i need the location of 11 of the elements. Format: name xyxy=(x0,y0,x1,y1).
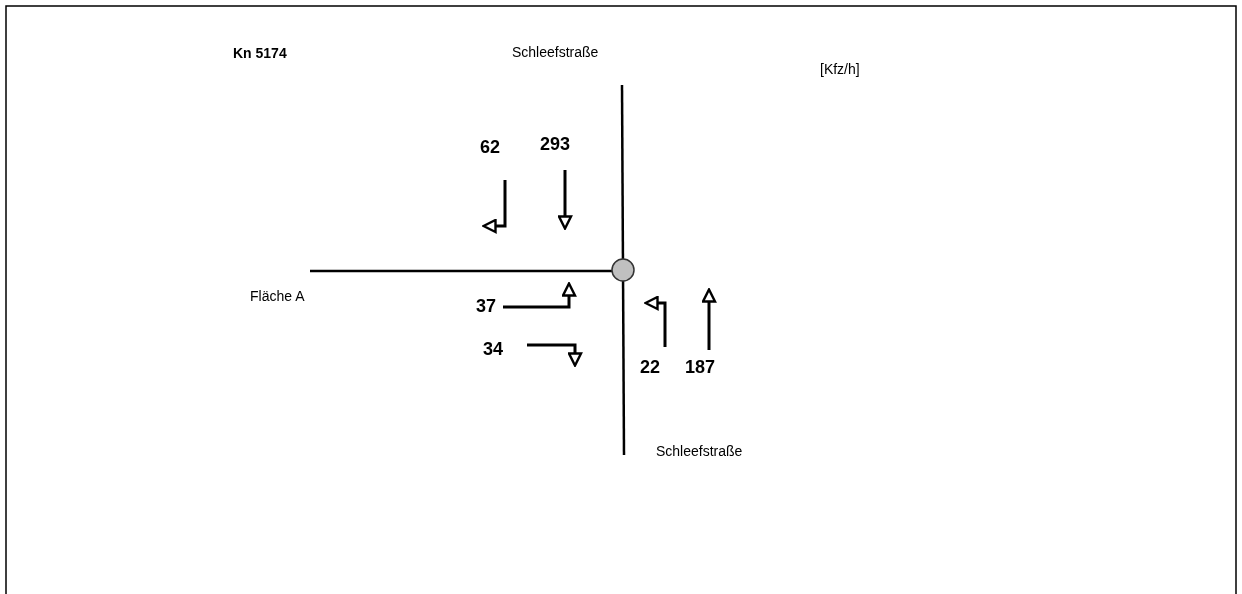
unit-label: [Kfz/h] xyxy=(820,61,860,77)
traffic-count: 62 xyxy=(480,137,501,158)
traffic-count: 34 xyxy=(483,339,504,360)
traffic-count: 37 xyxy=(476,296,497,317)
traffic-count: 187 xyxy=(685,357,716,378)
traffic-count: 293 xyxy=(540,134,571,155)
street-name: Schleefstraße xyxy=(656,443,743,459)
junction-title: Kn 5174 xyxy=(233,45,287,61)
area-name: Fläche A xyxy=(250,288,305,304)
traffic-count: 22 xyxy=(640,357,661,378)
street-name: Schleefstraße xyxy=(512,44,599,60)
